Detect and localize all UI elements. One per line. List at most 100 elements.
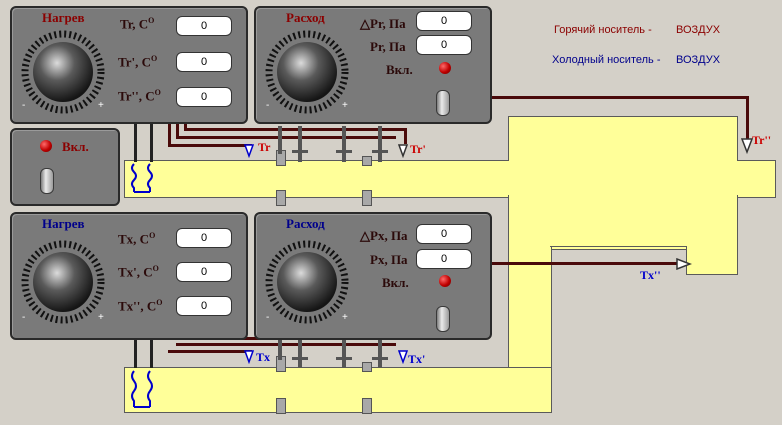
hot-flow-title: Расход — [286, 10, 325, 25]
hot-tr-value[interactable]: 0 — [176, 16, 232, 36]
cold-sensor-2-icon — [398, 350, 408, 364]
hot-flow-knob-icon[interactable]: - + — [260, 26, 354, 118]
hot-sensor-1-label: Tr — [258, 140, 271, 154]
cold-tap-bar-2 — [336, 357, 352, 360]
cold-orifice-top-2 — [362, 362, 372, 372]
hot-power-led-icon — [40, 140, 52, 152]
hot-tap-bar-1 — [292, 150, 308, 153]
cold-flow-toggle[interactable] — [436, 306, 450, 332]
hot-wire-3h — [184, 128, 406, 131]
hot-heater-coil — [131, 163, 153, 193]
cold-heat-panel: Нагрев - + Tx, CO 0 Tx', CO 0 Tx'', CO 0 — [10, 212, 248, 340]
hot-sensor-3-label: Tr'' — [752, 133, 772, 147]
hot-power-toggle[interactable] — [40, 168, 54, 194]
cold-tap-bar-3 — [372, 357, 388, 360]
cold-tx-value[interactable]: 0 — [176, 228, 232, 248]
hot-medium-value: ВОЗДУХ — [676, 24, 721, 36]
cold-p-value[interactable]: 0 — [416, 249, 472, 269]
cold-sensor-3-icon — [676, 258, 692, 270]
hot-heat-tr2-label: Tr'', CO — [118, 88, 161, 104]
hot-p-label: Pr, Па — [370, 39, 406, 54]
cold-wire-2h — [168, 350, 252, 353]
cold-heat-tx-label: Tx, CO — [118, 231, 156, 247]
svg-text:+: + — [98, 312, 104, 323]
hot-flow-on-label: Вкл. — [386, 62, 413, 77]
cold-heat-title: Нагрев — [42, 216, 85, 231]
cold-duct-join — [509, 368, 549, 410]
hot-heat-tr1-label: Tr', CO — [118, 54, 158, 70]
hot-tap-2 — [298, 126, 302, 162]
cold-sensor-3-label: Tx'' — [640, 268, 661, 282]
hot-wire-3 — [184, 122, 187, 130]
hot-switch-panel: Вкл. — [10, 128, 120, 206]
cold-sensor-2-label: Tx' — [408, 352, 426, 366]
cold-heat-tx1-label: Tx', CO — [118, 264, 159, 280]
hot-tr2-value[interactable]: 0 — [176, 87, 232, 107]
hot-sensor-2-icon — [398, 144, 408, 158]
hot-orifice-top-2 — [362, 156, 372, 166]
cold-duct — [124, 367, 552, 413]
hot-wire-1 — [176, 122, 179, 138]
cold-heat-knob-icon[interactable]: - + — [16, 234, 110, 330]
cold-heater-wire-1 — [134, 338, 137, 368]
cold-tap-bar-1 — [292, 357, 308, 360]
cold-sensor-1-icon — [244, 350, 254, 364]
hot-heat-title: Нагрев — [42, 10, 85, 25]
cold-heat-tx2-label: Tx'', CO — [118, 298, 163, 314]
hot-tr1-value[interactable]: 0 — [176, 52, 232, 72]
hot-tap-4 — [378, 126, 382, 162]
svg-text:-: - — [266, 100, 269, 111]
cold-wire-right — [490, 262, 680, 265]
cold-sensor-1-label: Tx — [256, 350, 271, 364]
hot-power-label: Вкл. — [62, 139, 89, 154]
cold-tap-1 — [278, 336, 282, 360]
hot-wire-right-down — [746, 96, 749, 140]
hot-heat-panel: Нагрев - + Tr, CO 0 Tr', CO 0 Tr'', CO 0 — [10, 6, 248, 124]
svg-text:-: - — [266, 312, 269, 323]
hot-heat-tr-label: Tr, CO — [120, 16, 155, 32]
svg-text:+: + — [342, 100, 348, 111]
hot-p-value[interactable]: 0 — [416, 35, 472, 55]
hot-sensor-1-icon — [244, 144, 254, 158]
cold-p-label: Px, Па — [370, 252, 408, 267]
hot-dp-value[interactable]: 0 — [416, 11, 472, 31]
cold-tx1-value[interactable]: 0 — [176, 262, 232, 282]
hot-wire-1h — [176, 136, 396, 139]
hot-tap-3 — [342, 126, 346, 162]
hot-wire-3v — [404, 128, 407, 144]
cold-medium-value: ВОЗДУХ — [676, 54, 721, 66]
svg-text:+: + — [342, 312, 348, 323]
cold-tx2-value[interactable]: 0 — [176, 296, 232, 316]
cold-orifice-bottom-2 — [362, 398, 372, 414]
hot-medium-label: Горячий носитель - — [554, 24, 652, 36]
hot-duct-inner — [508, 161, 773, 195]
cold-dp-label: △Px, Па — [360, 228, 408, 243]
cold-outlet-box — [686, 246, 738, 275]
cold-flow-led-icon — [439, 275, 451, 287]
svg-text:-: - — [22, 100, 25, 111]
cold-dp-value[interactable]: 0 — [416, 224, 472, 244]
hot-flow-led-icon — [439, 62, 451, 74]
hot-sensor-2-label: Tr' — [410, 142, 426, 156]
cold-tap-3 — [342, 336, 346, 368]
cold-medium-label: Холодный носитель - — [552, 54, 661, 66]
cold-flow-on-label: Вкл. — [382, 275, 409, 290]
hot-orifice-bottom-1 — [276, 190, 286, 206]
cold-wire-1h — [176, 343, 396, 346]
cold-tap-4 — [378, 336, 382, 368]
cold-heater-wire-2 — [150, 338, 153, 368]
hot-tap-bar-3 — [372, 150, 388, 153]
hot-wire-right — [490, 96, 748, 99]
svg-text:+: + — [98, 100, 104, 111]
hot-heater-wire-2 — [150, 122, 153, 162]
hot-wire-2 — [168, 122, 171, 146]
hot-tap-1 — [278, 126, 282, 154]
cold-orifice-bottom-1 — [276, 398, 286, 414]
hot-wire-2h — [168, 144, 252, 147]
cold-tap-2 — [298, 336, 302, 368]
hot-dp-label: △Pr, Па — [360, 16, 406, 31]
hot-heat-knob-icon[interactable]: - + — [16, 26, 110, 118]
cold-flow-title: Расход — [286, 216, 325, 231]
cold-flow-knob-icon[interactable]: - + — [260, 234, 354, 330]
hot-flow-toggle[interactable] — [436, 90, 450, 116]
